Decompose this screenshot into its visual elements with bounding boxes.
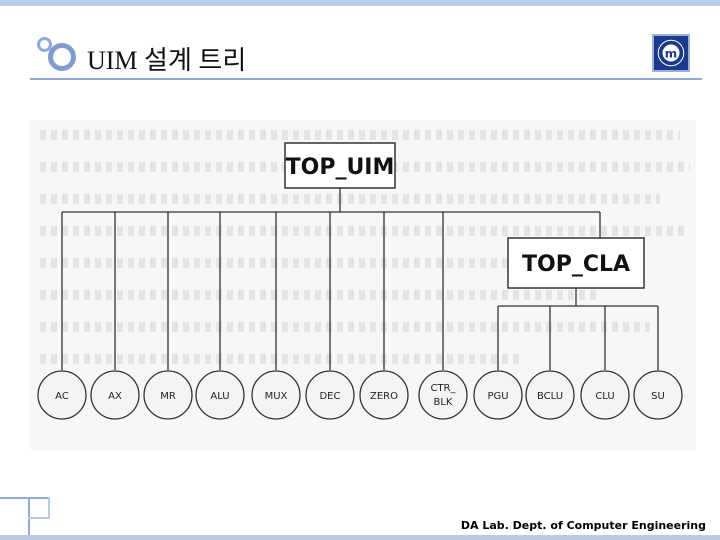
- slide-header: UIM 설계 트리 m: [0, 6, 720, 76]
- svg-text:AC: AC: [55, 391, 69, 402]
- bottom-accent-strip: [0, 535, 720, 540]
- footer-frame-line: [0, 497, 50, 499]
- node-pgu: PGU: [473, 370, 523, 420]
- svg-text:AX: AX: [108, 391, 122, 402]
- title-divider: [30, 78, 702, 80]
- node-ctr-blk: CTR_ BLK: [418, 370, 468, 420]
- logo-letter: m: [665, 46, 677, 60]
- node-ac: AC: [37, 370, 87, 420]
- svg-text:MR: MR: [160, 391, 176, 402]
- svg-text:CTR_: CTR_: [430, 383, 456, 394]
- node-clu: CLU: [580, 370, 630, 420]
- node-zero: ZERO: [359, 370, 409, 420]
- footer-frame-box: [28, 497, 50, 519]
- footer-label: DA Lab. Dept. of Computer Engineering: [460, 519, 706, 532]
- top-cla-box: [507, 237, 645, 289]
- slide-title: UIM 설계 트리: [87, 46, 247, 75]
- node-dec: DEC: [305, 370, 355, 420]
- decorative-ring-small-icon: [37, 37, 52, 52]
- svg-text:ZERO: ZERO: [370, 391, 398, 402]
- node-mux: MUX: [251, 370, 301, 420]
- svg-text:CLU: CLU: [595, 391, 614, 402]
- svg-text:MUX: MUX: [265, 391, 288, 402]
- university-logo-icon: m: [652, 34, 690, 72]
- svg-text:BLK: BLK: [434, 397, 453, 408]
- top-accent-strip: [0, 0, 720, 6]
- node-mr: MR: [143, 370, 193, 420]
- node-alu: ALU: [195, 370, 245, 420]
- node-bclu: BCLU: [525, 370, 575, 420]
- node-ax: AX: [90, 370, 140, 420]
- top-cla-label: TOP_CLA: [522, 252, 630, 277]
- tree-connectors: [61, 188, 659, 370]
- svg-text:DEC: DEC: [319, 391, 340, 402]
- top-uim-label: TOP_UIM: [286, 155, 395, 180]
- leaf-nodes: AC AX MR ALU MUX DEC ZERO CTR_ BL: [37, 370, 683, 420]
- svg-text:SU: SU: [651, 391, 665, 402]
- svg-text:ALU: ALU: [210, 391, 229, 402]
- svg-text:BCLU: BCLU: [537, 391, 563, 402]
- top-uim-box: [284, 142, 396, 189]
- svg-text:PGU: PGU: [487, 391, 508, 402]
- node-su: SU: [633, 370, 683, 420]
- decorative-ring-large-icon: [48, 43, 76, 71]
